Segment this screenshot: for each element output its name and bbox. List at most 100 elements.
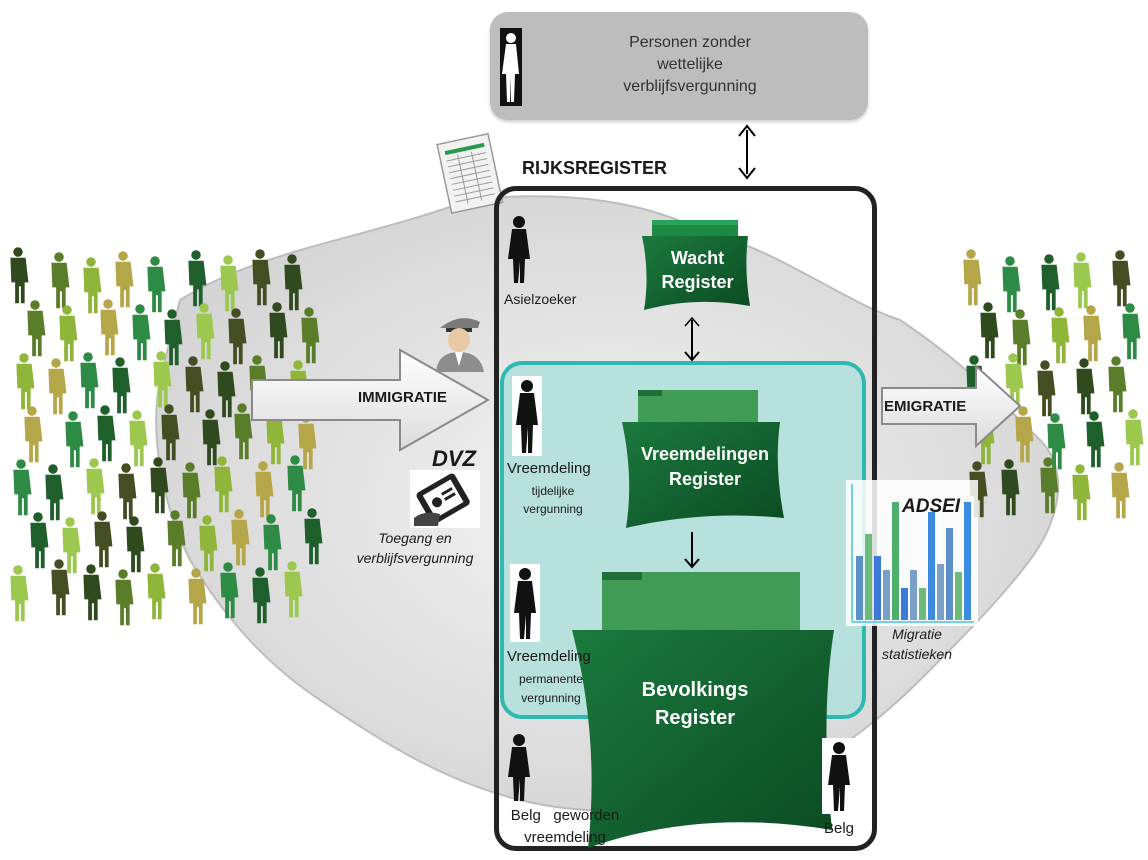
emigration-arrow-icon — [881, 363, 1022, 449]
crowd-person — [153, 361, 172, 408]
crowd-person — [89, 458, 99, 468]
crowd-person — [1018, 406, 1028, 416]
crowd-person — [223, 255, 233, 265]
crowd-person — [1040, 467, 1059, 514]
crowd-person — [266, 418, 285, 465]
crowd-person — [969, 355, 979, 365]
undocumented-persons-box: Personen zonder wettelijke verblijfsverg… — [490, 12, 868, 120]
crowd-person — [147, 266, 166, 313]
crowd-person — [126, 526, 145, 573]
crowd-person — [269, 312, 288, 359]
chart-bars — [856, 502, 971, 620]
crowd-person — [1112, 260, 1131, 307]
crowd-person — [33, 512, 43, 522]
crowd-person — [252, 577, 271, 624]
undocumented-title-line3: verblijfsvergunning — [623, 78, 757, 95]
crowd-person — [112, 367, 131, 414]
crowd-person — [1076, 368, 1095, 415]
crowd-person — [1125, 303, 1135, 313]
crowd-person — [132, 314, 151, 361]
crowd-person — [27, 310, 46, 357]
crowd-person — [54, 252, 64, 262]
crowd-person — [255, 249, 265, 259]
crowd-person — [13, 247, 23, 257]
vreemdeling-tijdelijk-sub2: vergunning — [523, 502, 583, 516]
crowd-person — [284, 571, 303, 618]
vreemdeling-tijdelijk-sub1: tijdelijke — [531, 484, 575, 498]
vreemdelingen-register-line2: Register — [668, 469, 742, 489]
crowd-person — [147, 573, 166, 620]
crowd-person — [118, 473, 137, 520]
crowd-person — [234, 509, 244, 519]
crowd-person — [97, 511, 107, 521]
crowd-person — [30, 522, 49, 569]
wacht-register-icon — [642, 220, 750, 310]
crowd-person — [1040, 360, 1050, 370]
belg-label: Belg — [824, 820, 855, 837]
crowd-person — [228, 318, 247, 365]
crowd-person — [83, 574, 102, 621]
crowd-person — [1086, 305, 1096, 315]
crowd-person — [161, 414, 180, 461]
vreemdelingen-register-icon — [622, 390, 784, 528]
crowd-person — [13, 565, 23, 575]
person-silhouette-icon — [500, 28, 522, 106]
crowd-person — [129, 420, 148, 467]
crowd-person — [94, 521, 113, 568]
crowd-person — [205, 409, 215, 419]
crowd-person — [263, 524, 282, 571]
crowd-person — [13, 469, 32, 516]
crowd-person — [1037, 370, 1056, 417]
crowd-person — [27, 406, 37, 416]
crowd-person — [1002, 266, 1021, 313]
dvz-caption-line2: verblijfsvergunning — [356, 550, 474, 566]
emigratie-label: EMIGRATIE — [884, 398, 967, 415]
dvz-title: DVZ — [432, 446, 476, 471]
crowd-person — [30, 300, 40, 310]
rijksregister-title: RIJKSREGISTER — [522, 158, 668, 178]
chart-bar — [856, 556, 863, 620]
crowd-person — [972, 461, 982, 471]
crowd-person — [217, 371, 236, 418]
bevolkings-register-line2: Register — [654, 707, 736, 729]
chart-bar — [928, 512, 935, 620]
crowd-person — [220, 265, 239, 312]
crowd-person — [1044, 254, 1054, 264]
crowd-person — [1005, 363, 1024, 410]
crowd-person — [1075, 464, 1085, 474]
crowd-person — [132, 410, 142, 420]
chart-bar — [865, 534, 872, 620]
crowd-person — [199, 525, 218, 572]
crowd-person — [191, 568, 201, 578]
crowd-person — [1083, 315, 1102, 362]
crowd-person — [202, 515, 212, 525]
crowd-person — [164, 319, 183, 366]
person-silhouette-icon — [508, 734, 530, 801]
wacht-register-line1: Wacht — [670, 248, 725, 268]
crowd-person — [304, 307, 314, 317]
crowd-person — [287, 254, 297, 264]
crowd-person — [983, 302, 993, 312]
crowd-person — [290, 455, 300, 465]
crowd-person — [220, 572, 239, 619]
adsei-title: ADSEI — [902, 496, 961, 517]
crowd-person — [1054, 307, 1064, 317]
vreemdeling-tijdelijk-title: Vreemdeling — [507, 460, 591, 477]
crowd-person — [1115, 250, 1125, 260]
crowd-person — [196, 313, 215, 360]
crowd-person — [223, 562, 233, 572]
adsei-caption-line2: statistieken — [881, 646, 953, 662]
vreemdeling-permanent-sub2: vergunning — [521, 691, 581, 705]
crowd-person — [68, 411, 78, 421]
crowd-person — [135, 304, 145, 314]
crowd-person — [1051, 317, 1070, 364]
crowd-person — [298, 423, 317, 470]
crowd-person — [1086, 421, 1105, 468]
crowd-person — [1004, 459, 1014, 469]
crowd-person — [51, 358, 61, 368]
crowd-person — [59, 315, 78, 362]
crowd-person — [1125, 419, 1144, 466]
vreemdelingen-register-line1: Vreemdelingen — [640, 444, 770, 464]
vreemdeling-permanent-title: Vreemdeling — [507, 648, 591, 665]
crowd-person — [255, 567, 265, 577]
